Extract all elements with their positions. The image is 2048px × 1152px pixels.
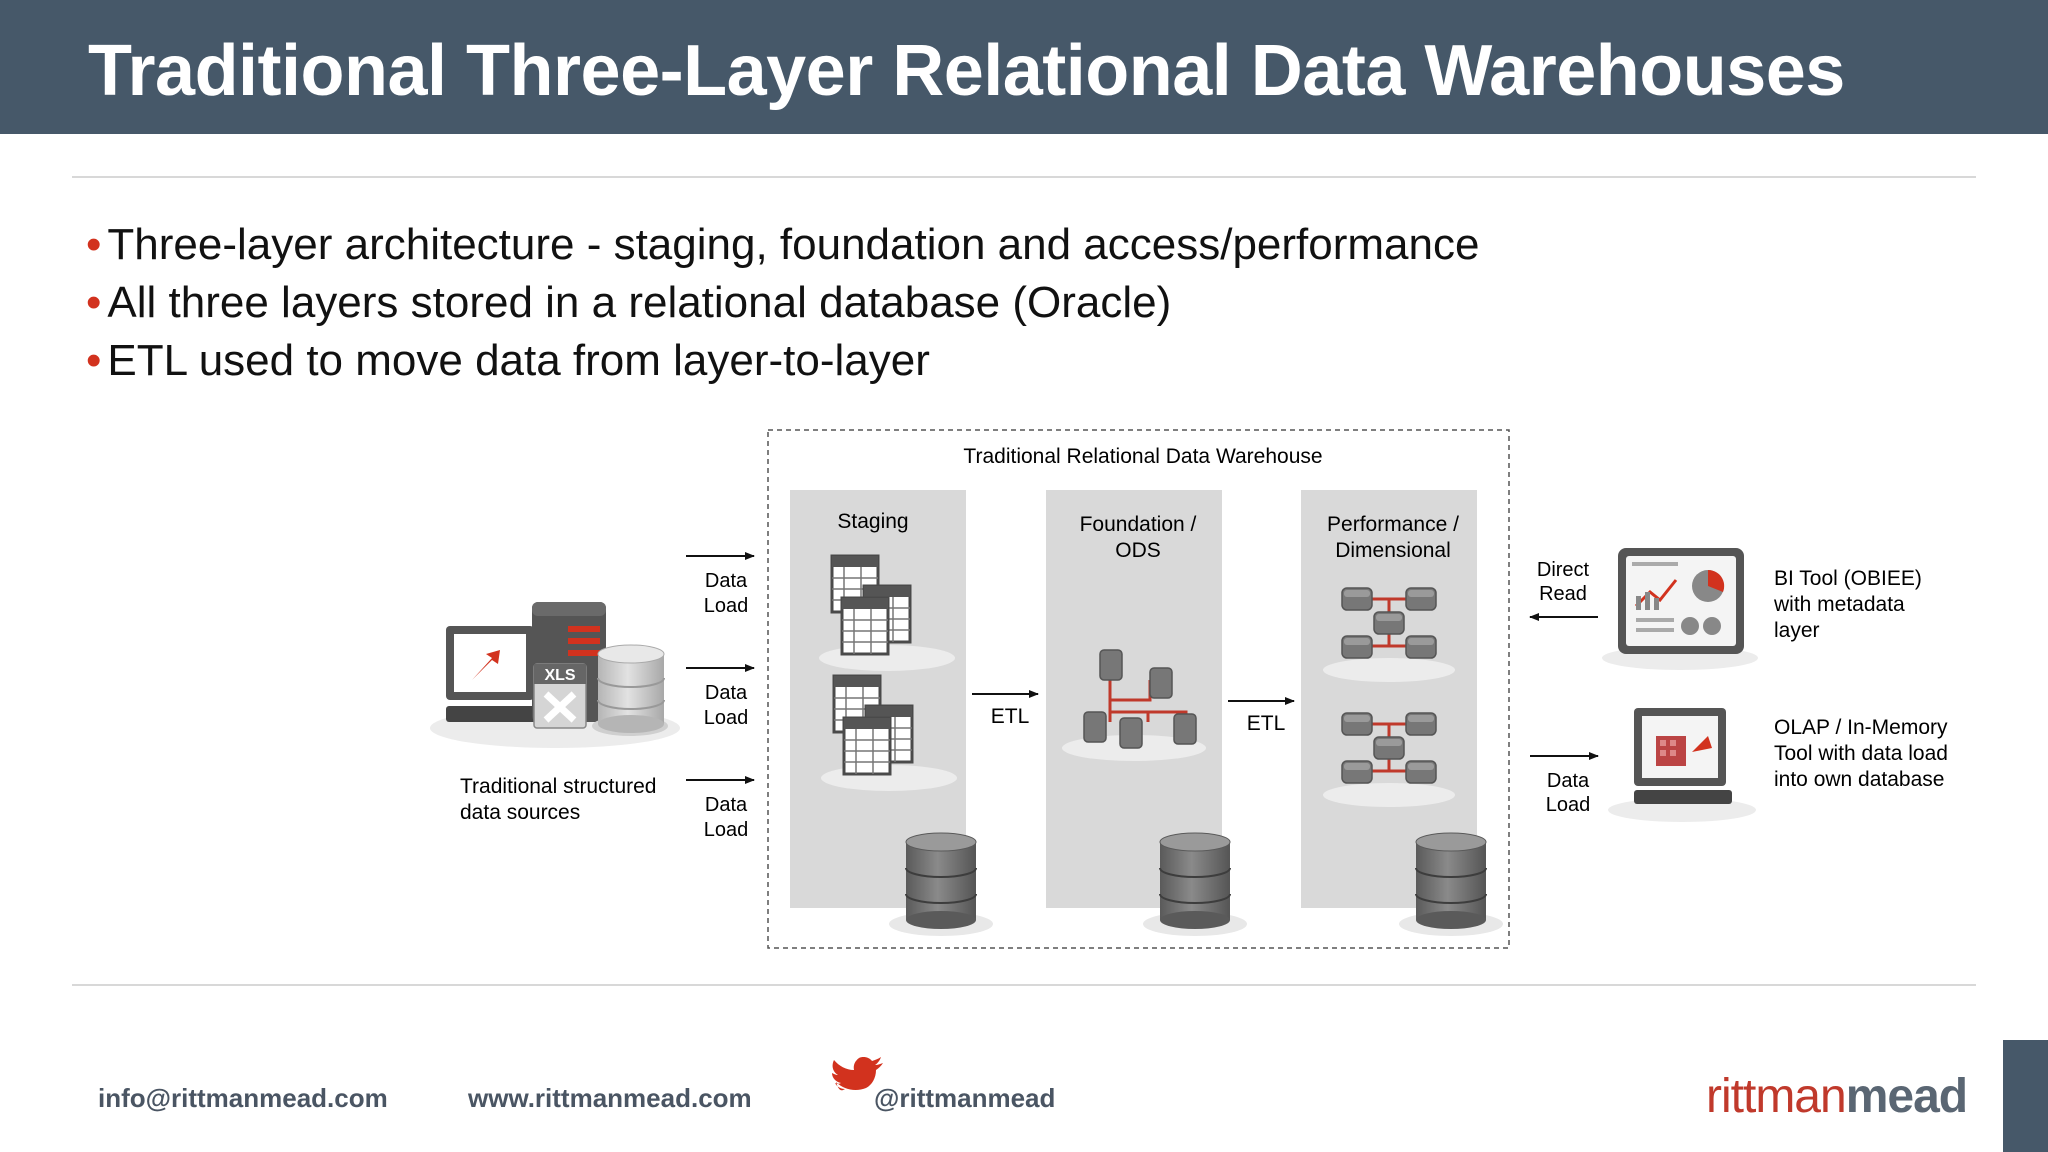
bi-tool-label-line2: with metadata: [1773, 593, 1905, 616]
brand-logo-left: rittman: [1706, 1070, 1847, 1123]
foundation-label-line2: ODS: [1115, 539, 1161, 562]
bullet-list: •Three-layer architecture - staging, fou…: [86, 216, 1479, 390]
top-divider: [72, 176, 1976, 178]
etl-label: ETL: [1247, 712, 1286, 735]
sources-label-line1: Traditional structured: [460, 775, 656, 798]
data-load-label: Load: [704, 595, 749, 617]
performance-label-line1: Performance /: [1327, 513, 1459, 536]
xls-label: XLS: [544, 667, 575, 684]
bullet-dot: •: [86, 220, 102, 269]
etl-label: ETL: [991, 705, 1030, 728]
bullet-item: •All three layers stored in a relational…: [86, 274, 1479, 332]
bullet-text: All three layers stored in a relational …: [107, 278, 1172, 327]
bullet-text: ETL used to move data from layer-to-laye…: [107, 336, 930, 385]
olap-tool-label-line2: Tool with data load: [1774, 742, 1948, 765]
footer-website[interactable]: www.rittmanmead.com: [468, 1083, 752, 1113]
bullet-dot: •: [86, 278, 102, 327]
data-sources-icon: XLS: [430, 602, 680, 748]
warehouse-title: Traditional Relational Data Warehouse: [963, 445, 1322, 468]
footer-email[interactable]: info@rittmanmead.com: [98, 1083, 388, 1113]
data-load-label: Load: [704, 707, 749, 729]
slide-title: Traditional Three-Layer Relational Data …: [88, 31, 1845, 111]
sources-label-line2: data sources: [460, 801, 580, 824]
data-load-label: Data: [705, 794, 748, 816]
direct-read-label: Read: [1539, 583, 1587, 605]
corner-accent: [2003, 1040, 2048, 1152]
data-load-label: Data: [1547, 770, 1590, 792]
performance-label-line2: Dimensional: [1335, 539, 1451, 562]
bi-tool-label-line3: layer: [1774, 619, 1820, 642]
direct-read-label: Direct: [1537, 559, 1590, 581]
title-bar: [0, 0, 2048, 134]
bullet-item: •ETL used to move data from layer-to-lay…: [86, 332, 1479, 390]
bullet-dot: •: [86, 336, 102, 385]
data-load-label: Data: [705, 570, 748, 592]
bi-dashboard-icon: [1602, 548, 1758, 670]
olap-tool-icon: [1608, 708, 1756, 822]
bi-tool-label-line1: BI Tool (OBIEE): [1774, 567, 1922, 590]
olap-tool-label-line3: into own database: [1774, 768, 1944, 791]
twitter-icon: [832, 1057, 883, 1091]
footer-twitter-handle[interactable]: @rittmanmead: [874, 1083, 1056, 1113]
bottom-divider: [72, 984, 1976, 986]
data-load-label: Data: [705, 682, 748, 704]
foundation-label-line1: Foundation /: [1080, 513, 1197, 536]
olap-tool-label-line1: OLAP / In-Memory: [1774, 716, 1948, 739]
bullet-text: Three-layer architecture - staging, foun…: [107, 220, 1480, 269]
brand-logo-right: mead: [1845, 1070, 1968, 1123]
brand-logo: rittmanmead: [1706, 1069, 1968, 1124]
normalized-model-icon: [1062, 649, 1206, 761]
data-load-label: Load: [1546, 794, 1591, 816]
data-load-label: Load: [704, 819, 749, 841]
bullet-item: •Three-layer architecture - staging, fou…: [86, 216, 1479, 274]
staging-label: Staging: [837, 510, 908, 533]
